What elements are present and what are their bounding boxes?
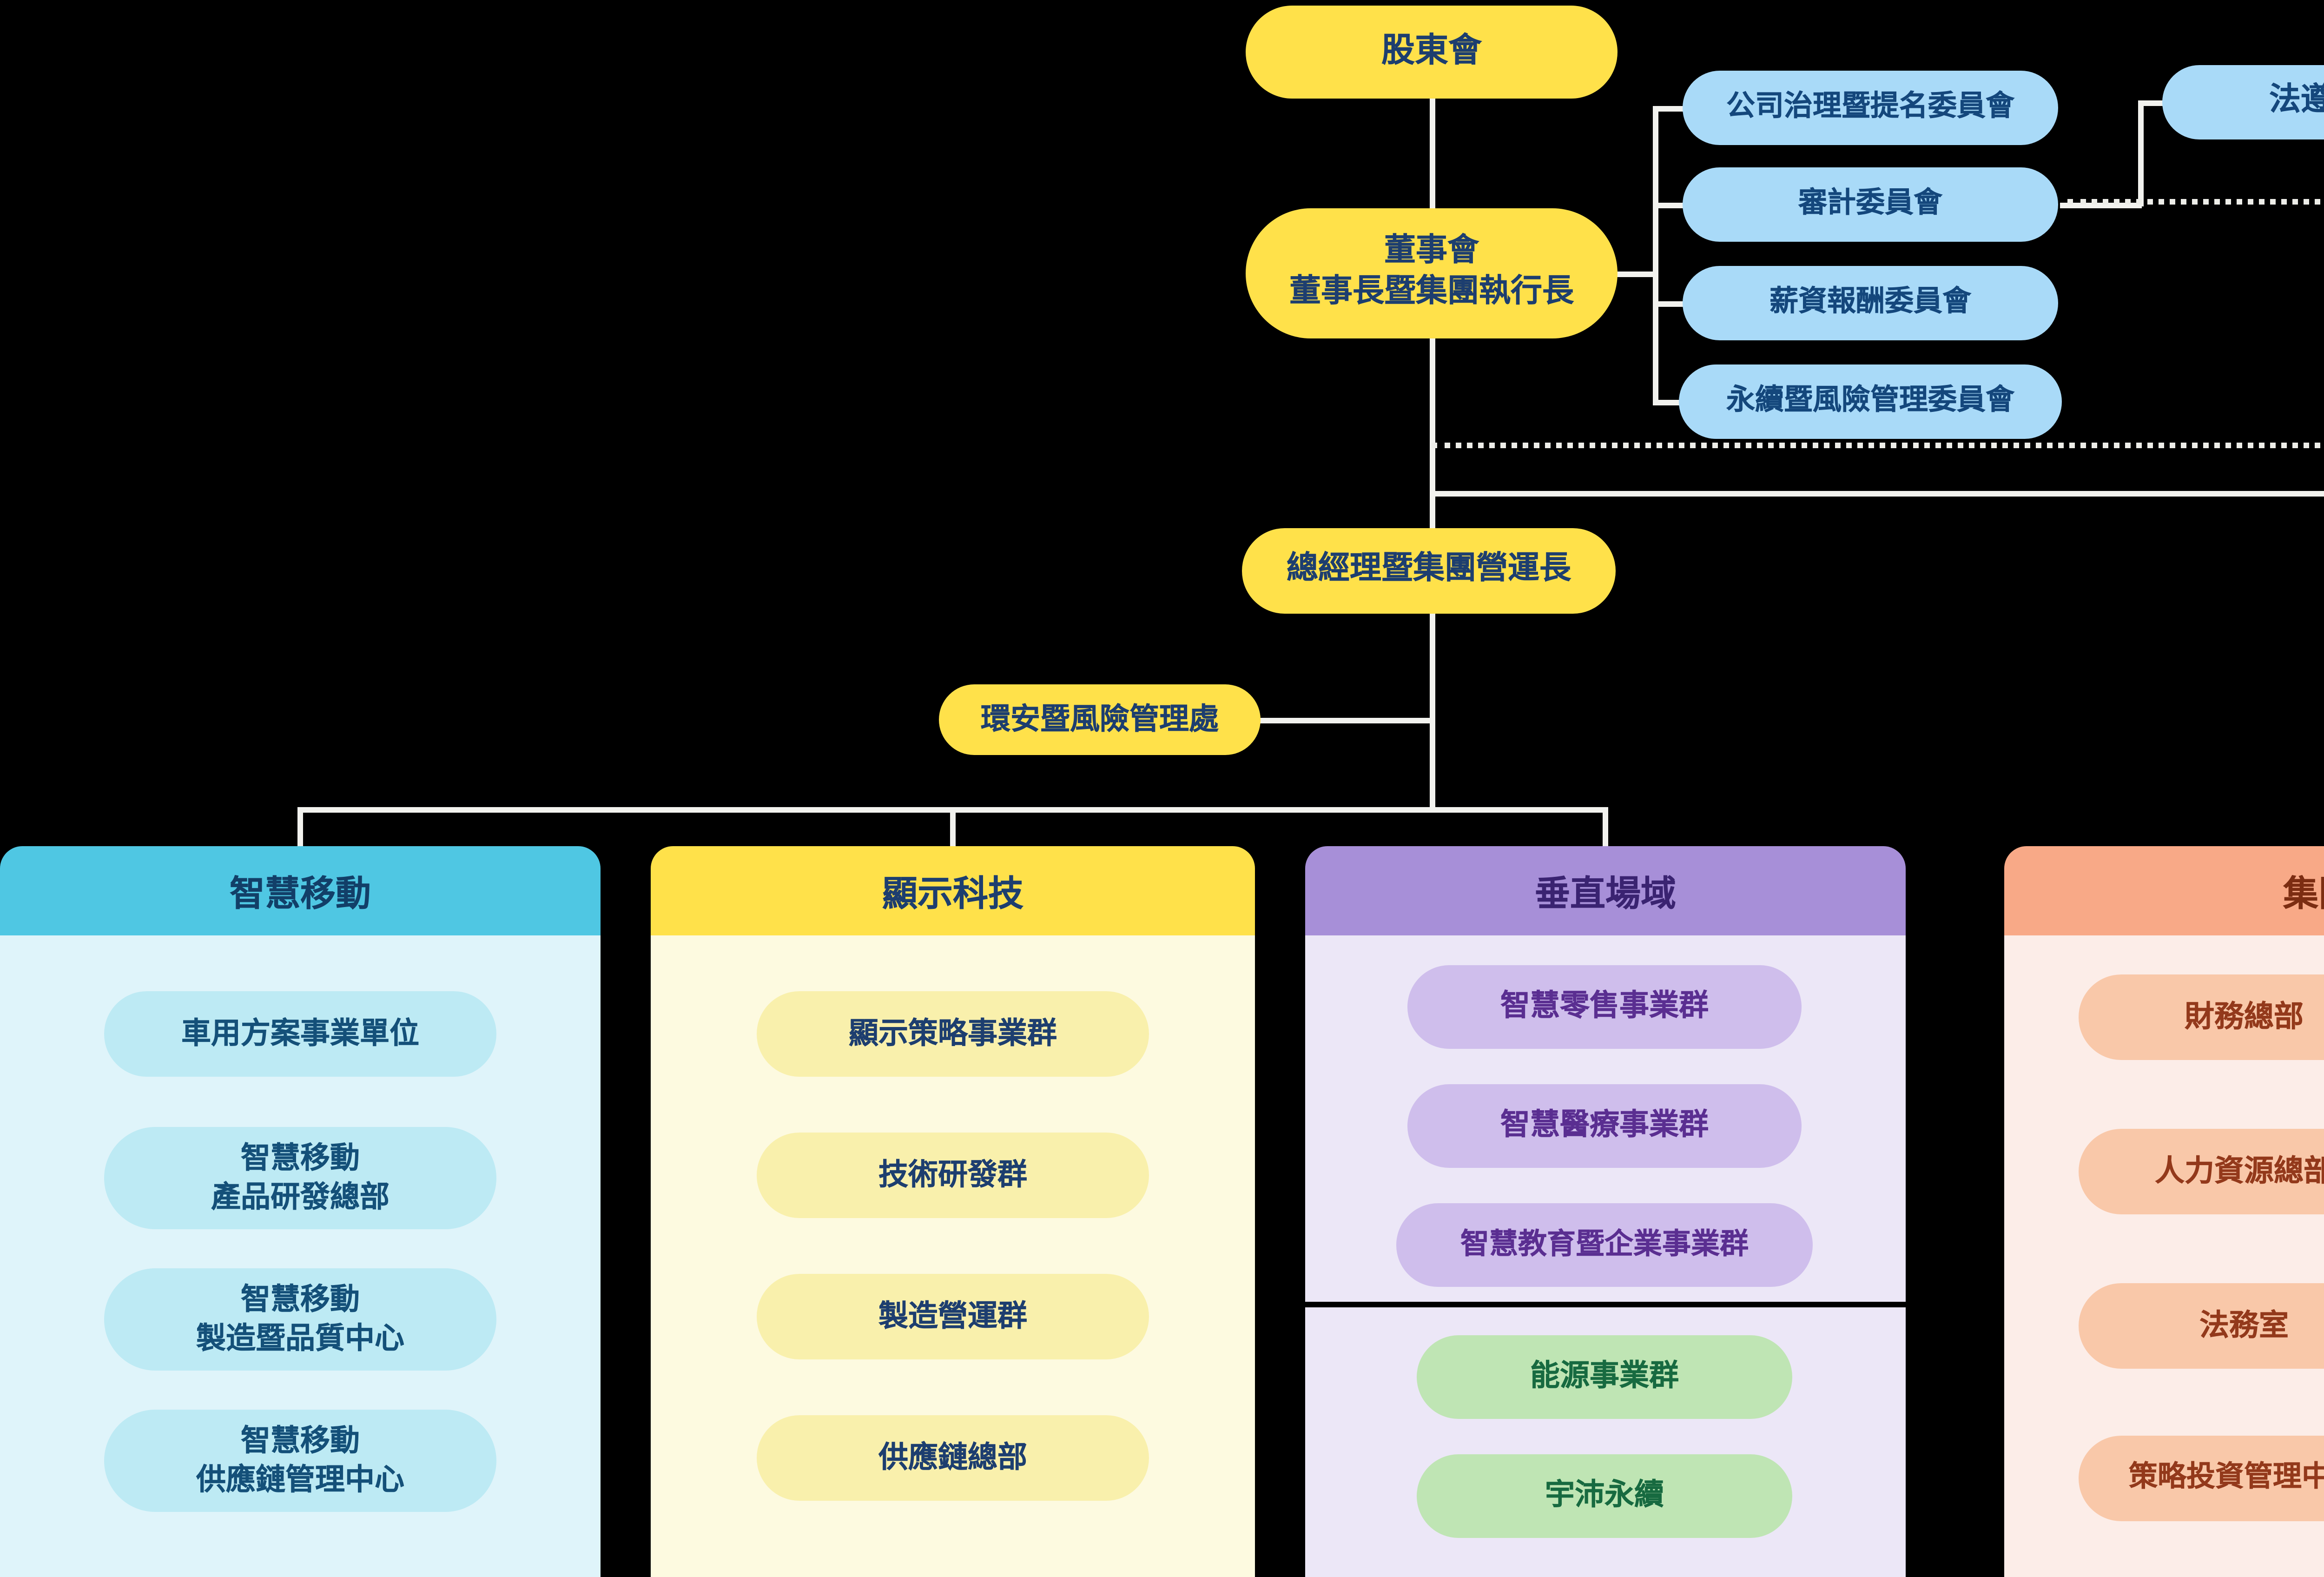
unit-label: 車用方案事業單位 bbox=[181, 1015, 419, 1051]
branch-support-units-h bbox=[1430, 491, 2324, 496]
group-vertical-domain: 垂直場域 智慧零售事業群 智慧醫療事業群 智慧教育暨企業事業群 能源事業群 宇沛… bbox=[1305, 846, 1906, 1577]
unit-label: 財務總部 bbox=[2184, 998, 2304, 1034]
unit-label: 人力資源總部 bbox=[2154, 1153, 2324, 1188]
unit-supply-chain-hq: 供應鏈總部 bbox=[757, 1415, 1149, 1501]
connector-board-president bbox=[1430, 335, 1434, 528]
drop-vertical-domain bbox=[1603, 807, 1607, 848]
group-support-units: 集團營運支援單位 財務總部 數位技術發展總部 人力資源總部 永續發展總部 法務室… bbox=[2004, 846, 2324, 1577]
unit-label: 宇沛永續 bbox=[1545, 1477, 1664, 1513]
group-display-tech-header: 顯示科技 bbox=[651, 846, 1255, 935]
unit-mobility-mfg-quality: 智慧移動 製造暨品質中心 bbox=[104, 1268, 496, 1371]
unit-label: 產品研發總部 bbox=[211, 1178, 390, 1213]
connector-audit-compliance-h2 bbox=[2138, 100, 2164, 105]
node-president-label: 總經理暨集團營運長 bbox=[1287, 550, 1571, 588]
committee-compensation-label: 薪資報酬委員會 bbox=[1769, 285, 1971, 318]
unit-label: 智慧零售事業群 bbox=[1500, 988, 1709, 1024]
unit-label: 顯示策略事業群 bbox=[848, 1015, 1057, 1051]
group-display-tech: 顯示科技 顯示策略事業群 技術研發群 製造營運群 供應鏈總部 bbox=[651, 846, 1255, 1577]
unit-label: 智慧移動 bbox=[240, 1281, 360, 1317]
unit-label: 智慧教育暨企業事業群 bbox=[1460, 1226, 1749, 1260]
connector-president-distribution bbox=[1430, 612, 1434, 811]
unit-label: 智慧移動 bbox=[240, 1140, 360, 1176]
node-ehs-office-label: 環安暨風險管理處 bbox=[980, 701, 1219, 736]
unit-strategic-investment: 策略投資管理中心 bbox=[2079, 1436, 2324, 1521]
unit-label: 技術研發群 bbox=[878, 1156, 1027, 1192]
connector-shareholders-board bbox=[1430, 95, 1434, 210]
drop-display-tech bbox=[950, 807, 955, 848]
unit-label: 供應鏈總部 bbox=[878, 1439, 1027, 1475]
node-chief-compliance: 法遵總顧問 bbox=[2162, 65, 2324, 139]
unit-label: 智慧移動 bbox=[240, 1423, 360, 1458]
connector-committees-bracket bbox=[1653, 106, 1657, 404]
unit-label: 製造營運群 bbox=[878, 1298, 1027, 1333]
node-committee-compensation: 薪資報酬委員會 bbox=[1683, 266, 2058, 340]
unit-label: 智慧醫療事業群 bbox=[1500, 1107, 1709, 1143]
unit-smart-education-enterprise: 智慧教育暨企業事業群 bbox=[1396, 1203, 1813, 1287]
unit-mobility-supply-chain: 智慧移動 供應鏈管理中心 bbox=[104, 1410, 496, 1512]
unit-technology-rd: 技術研發群 bbox=[757, 1133, 1149, 1218]
unit-smart-retail: 智慧零售事業群 bbox=[1407, 965, 1802, 1049]
unit-display-strategy: 顯示策略事業群 bbox=[757, 991, 1149, 1077]
node-shareholders: 股東會 bbox=[1246, 6, 1618, 99]
unit-finance-hq: 財務總部 bbox=[2079, 974, 2324, 1060]
unit-yupei-sustainability: 宇沛永續 bbox=[1417, 1454, 1792, 1538]
node-board-line2: 董事長暨集團執行長 bbox=[1289, 273, 1574, 311]
committee-esg-risk-label: 永續暨風險管理委員會 bbox=[1726, 383, 2014, 417]
group-vertical-domain-header: 垂直場域 bbox=[1305, 846, 1906, 935]
node-committee-governance: 公司治理暨提名委員會 bbox=[1683, 71, 2058, 145]
committee-audit-label: 審計委員會 bbox=[1798, 186, 1942, 220]
unit-label: 製造暨品質中心 bbox=[196, 1319, 404, 1355]
unit-label: 能源事業群 bbox=[1530, 1358, 1679, 1394]
connector-committee-esg bbox=[1653, 400, 1684, 404]
connector-ehs-office bbox=[1257, 718, 1432, 722]
group-support-units-header: 集團營運支援單位 bbox=[2004, 846, 2324, 935]
connector-audit-compliance-h1 bbox=[2060, 203, 2142, 207]
unit-label: 供應鏈管理中心 bbox=[196, 1461, 404, 1496]
node-president: 總經理暨集團營運長 bbox=[1242, 528, 1616, 614]
unit-label: 策略投資管理中心 bbox=[2128, 1460, 2324, 1494]
connector-committee-audit bbox=[1653, 203, 1684, 207]
chief-compliance-label: 法遵總顧問 bbox=[2269, 82, 2324, 119]
unit-energy-business: 能源事業群 bbox=[1417, 1335, 1792, 1419]
unit-legal-office: 法務室 bbox=[2079, 1283, 2324, 1369]
node-board: 董事會 董事長暨集團執行長 bbox=[1246, 208, 1618, 338]
node-board-line1: 董事會 bbox=[1384, 233, 1479, 270]
committee-governance-label: 公司治理暨提名委員會 bbox=[1726, 89, 2014, 123]
node-committee-audit: 審計委員會 bbox=[1683, 167, 2058, 242]
unit-manufacturing-ops: 製造營運群 bbox=[757, 1274, 1149, 1359]
node-committee-esg-risk: 永續暨風險管理委員會 bbox=[1679, 364, 2062, 439]
node-shareholders-label: 股東會 bbox=[1381, 32, 1482, 72]
node-ehs-office: 環安暨風險管理處 bbox=[939, 684, 1261, 755]
drop-smart-mobility bbox=[297, 807, 302, 848]
group-smart-mobility: 智慧移動 車用方案事業單位 智慧移動 產品研發總部 智慧移動 製造暨品質中心 智… bbox=[0, 846, 601, 1577]
connector-audit-compliance-v bbox=[2138, 100, 2143, 206]
dotted-audit-right bbox=[2067, 199, 2324, 205]
unit-automotive-solutions: 車用方案事業單位 bbox=[104, 991, 496, 1077]
unit-smart-medical: 智慧醫療事業群 bbox=[1407, 1084, 1802, 1168]
connector-board-bracket bbox=[1614, 272, 1655, 276]
unit-mobility-product-rd: 智慧移動 產品研發總部 bbox=[104, 1127, 496, 1229]
unit-label: 法務室 bbox=[2199, 1307, 2289, 1343]
connector-committee-governance bbox=[1653, 106, 1684, 111]
unit-hr-hq: 人力資源總部 bbox=[2079, 1129, 2324, 1214]
dotted-compliance-h2 bbox=[1432, 443, 2324, 448]
group-smart-mobility-header: 智慧移動 bbox=[0, 846, 601, 935]
connector-committee-compensation bbox=[1653, 301, 1684, 306]
